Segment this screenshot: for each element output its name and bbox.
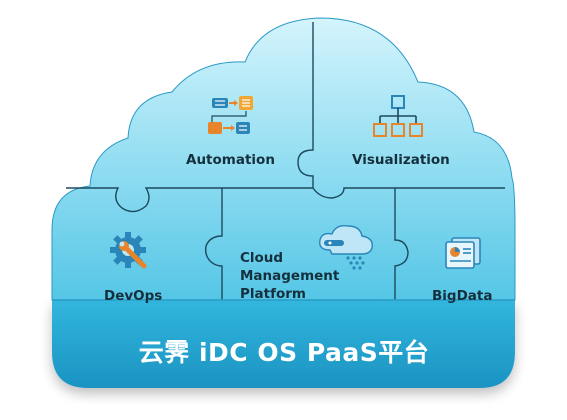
cloud-body	[51, 17, 516, 301]
label-visualization: Visualization	[352, 152, 450, 168]
label-bigdata: BigData	[432, 288, 492, 304]
hierarchy-icon	[373, 95, 423, 137]
platform-title: 云霁 iDC OS PaaS平台	[139, 338, 429, 367]
label-automation: Automation	[186, 152, 275, 168]
label-cloud-line-3: Platform	[240, 286, 306, 302]
gear-wrench-icon	[110, 232, 147, 269]
label-cloud-line-2: Management	[240, 268, 340, 284]
puzzle-seams	[52, 22, 515, 301]
label-devops: DevOps	[104, 288, 162, 304]
report-icon	[445, 237, 481, 269]
workflow-icon	[208, 96, 253, 134]
platform-base	[52, 300, 515, 388]
label-cloud-line-1: Cloud	[240, 250, 283, 266]
cloud-data-icon	[319, 224, 373, 270]
